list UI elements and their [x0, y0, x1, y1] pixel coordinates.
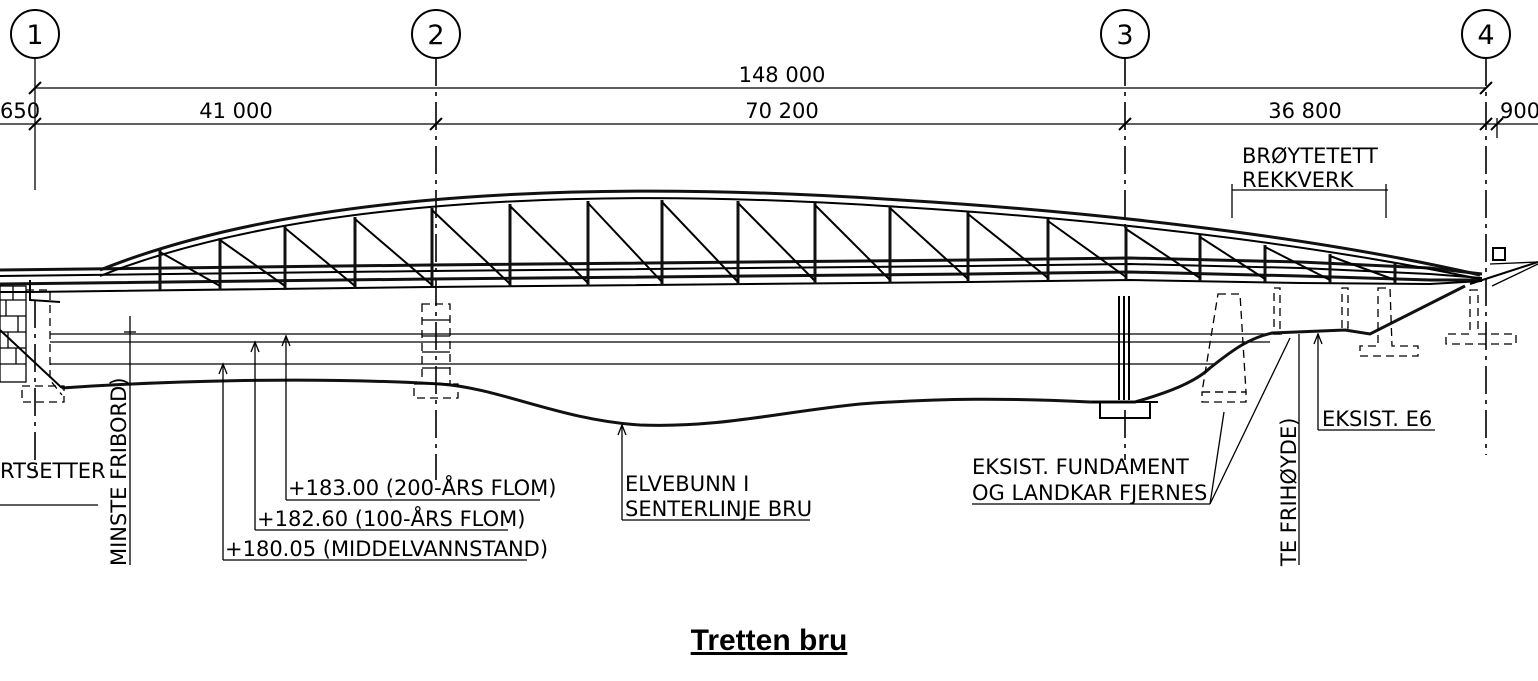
axis-markers: 1 2 3 4 [10, 9, 1511, 59]
label-riverbed-1: ELVEBUNN I [625, 472, 749, 496]
bridge-arch [99, 189, 1481, 280]
label-existing-1: EKSIST. FUNDAMENT [972, 455, 1189, 479]
water-levels [50, 333, 1282, 365]
terrain [0, 261, 1538, 427]
leader-lines [0, 316, 1435, 565]
existing-foundations [1201, 287, 1517, 403]
truss-verticals [158, 200, 1397, 290]
axis-label-1: 1 [26, 20, 43, 51]
axis-marker-2: 2 [411, 9, 461, 59]
label-freeboard-right: TE FRIHØYDE) [1277, 418, 1301, 567]
right-abutment-detail [1489, 247, 1538, 287]
dimension-texts: 148 000 650 41 000 70 200 36 800 900 [0, 63, 1538, 123]
dim-right-stub: 900 [1500, 99, 1538, 123]
label-existing-2: OG LANDKAR FJERNES [972, 481, 1207, 505]
dim-span-1-2: 41 000 [199, 99, 272, 123]
dimension-lines [0, 81, 1538, 138]
label-freeboard-left: MINSTE FRIBORD) [107, 377, 131, 566]
railing-dimension: BRØYTETETT REKKVERK [1231, 144, 1388, 218]
axis-marker-1: 1 [10, 9, 60, 59]
axis-marker-4: 4 [1461, 9, 1511, 59]
label-mean-water: +180.05 (MIDDELVANNSTAND) [225, 537, 548, 561]
existing-pier-axis-3 [1092, 296, 1158, 419]
dim-span-2-3: 70 200 [745, 99, 818, 123]
railing-label-2: REKKVERK [1242, 168, 1355, 192]
annotations: +183.00 (200-ÅRS FLOM) +182.60 (100-ÅRS … [0, 377, 1432, 567]
pier-axis-2 [413, 303, 459, 399]
drawing-title: Tretten bru [690, 624, 848, 657]
railing-label-1: BRØYTETETT [1242, 144, 1378, 168]
truss-diagonals [159, 201, 1396, 287]
dim-left-stub: 650 [0, 99, 40, 123]
axis-label-2: 2 [427, 20, 444, 51]
left-abutment [0, 285, 65, 403]
label-flood-100: +182.60 (100-ÅRS FLOM) [257, 505, 525, 531]
label-riverbed-2: SENTERLINJE BRU [625, 497, 812, 521]
bridge-deck [0, 256, 1483, 303]
dim-total: 148 000 [739, 63, 826, 87]
label-flood-200: +183.00 (200-ÅRS FLOM) [288, 474, 556, 500]
label-left-cut: RTSETTER [0, 459, 106, 483]
axis-label-4: 4 [1477, 20, 1494, 51]
axis-marker-3: 3 [1100, 9, 1150, 59]
axis-label-3: 3 [1116, 20, 1133, 51]
label-existing-e6: EKSIST. E6 [1322, 407, 1432, 431]
dim-span-3-4: 36 800 [1268, 99, 1341, 123]
